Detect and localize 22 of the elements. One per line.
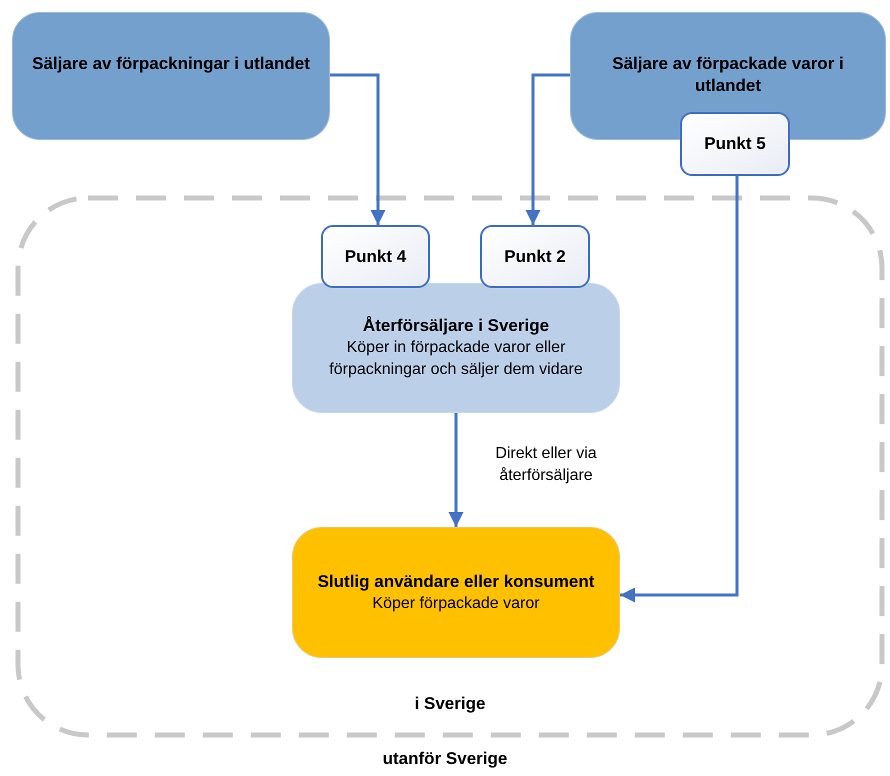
node-title: Säljare av förpackade varor i utlandet (611, 53, 845, 97)
node-title: Säljare av förpackningar i utlandet (32, 53, 310, 75)
node-title: Punkt 5 (704, 133, 766, 156)
region-frame (15, 195, 885, 738)
arrow (620, 176, 738, 602)
point-tag (680, 112, 790, 176)
region-label: i Sverige (414, 692, 486, 715)
node-description: Köper in förpackade varor eller förpackningar och säljer dem vidare (328, 338, 584, 380)
point-tag (321, 225, 430, 288)
seller-box (12, 12, 330, 140)
consumer-box (292, 527, 620, 658)
node-title: Återförsäljare i Sverige (362, 315, 550, 337)
reseller-box (292, 283, 620, 413)
node-title: Slutlig användare eller konsument (318, 570, 594, 592)
node-title: Punkt 4 (344, 246, 406, 268)
arrow (526, 74, 570, 225)
node-title: Punkt 2 (504, 246, 566, 268)
point-tag (480, 225, 590, 288)
outside-label: utanför Sverige (382, 748, 508, 770)
node-description: Köper förpackade varor (372, 594, 540, 614)
arrow (330, 74, 386, 225)
arrow (448, 413, 464, 527)
